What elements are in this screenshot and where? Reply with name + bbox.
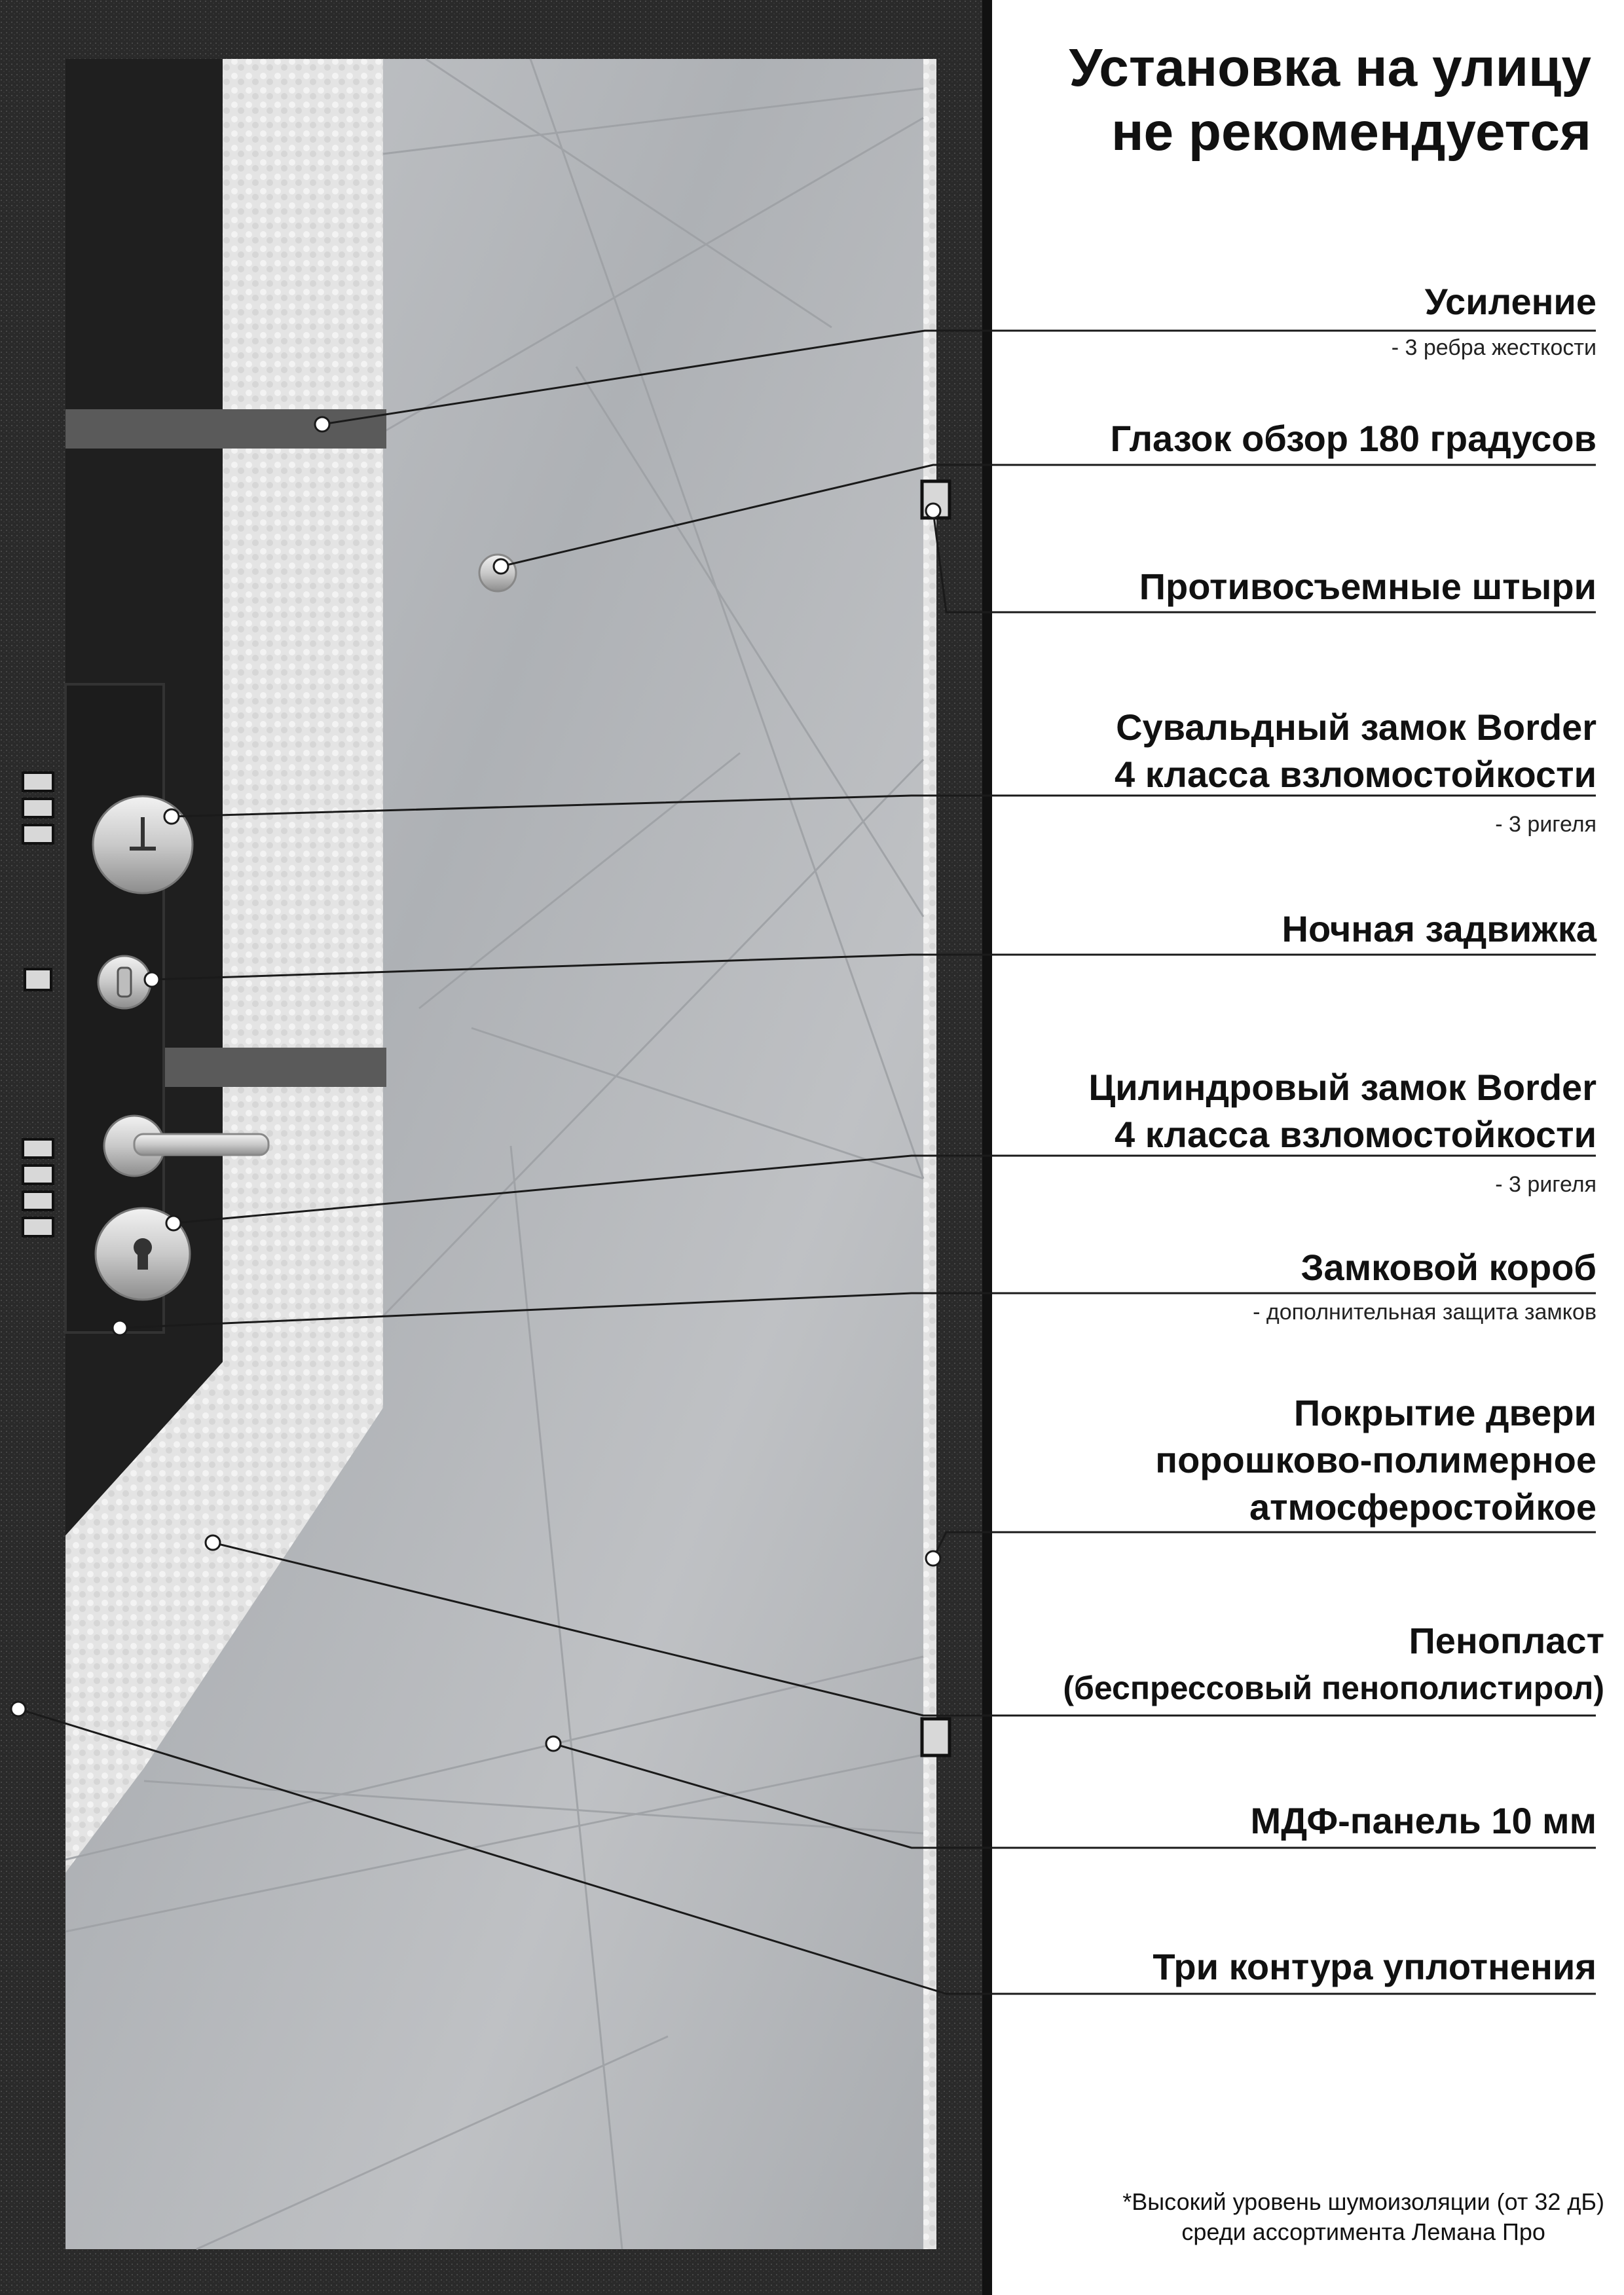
- lock-bolts-lower: [22, 1138, 54, 1238]
- feature-title: Цилиндровый замок Border: [1088, 1067, 1596, 1108]
- feature-title: Замковой короб: [1301, 1247, 1596, 1288]
- feature-title-line-3: атмосферостойкое: [1249, 1486, 1596, 1528]
- reinforcement-rib-mid: [160, 1048, 386, 1087]
- feature-title-line-2: 4 класса взломостойкости: [1114, 1114, 1596, 1155]
- feature-reinforcement: Усиление - 3 ребра жесткости: [1392, 278, 1596, 362]
- footnote-line-1: *Высокий уровень шумоизоляции (от 32 дБ): [1122, 2188, 1604, 2215]
- feature-title: Усиление: [1424, 281, 1596, 322]
- feature-cylinder-lock: Цилиндровый замок Border 4 класса взломо…: [1088, 1064, 1596, 1199]
- feature-note: - 3 ригеля: [1495, 812, 1596, 837]
- feature-title: Противосъемные штыри: [1139, 566, 1596, 607]
- feature-coating: Покрытие двери порошково-полимерное атмо…: [1155, 1389, 1596, 1531]
- feature-title: Три контура уплотнения: [1153, 1946, 1596, 1987]
- feature-title-line-2: порошково-полимерное: [1155, 1439, 1596, 1480]
- feature-anti-removal-pins: Противосъемные штыри: [1139, 563, 1596, 610]
- door-handle: [103, 1114, 270, 1177]
- title-line-1: Установка на улицу: [1069, 38, 1591, 98]
- mdf-panel-shape: [65, 59, 923, 2249]
- feature-lever-lock: Сувальдный замок Border 4 класса взломос…: [1115, 704, 1596, 839]
- feature-title: Покрытие двери: [1293, 1392, 1596, 1433]
- night-latch-knob: [97, 955, 152, 1010]
- lock-bolts-upper: [22, 771, 54, 845]
- lever-lock-escutcheon: [92, 795, 194, 894]
- feature-note: - дополнительная защита замков: [1253, 1300, 1596, 1325]
- night-latch-bolt: [24, 968, 52, 991]
- feature-title: Глазок обзор 180 градусов: [1110, 418, 1597, 459]
- feature-title-line-2: 4 класса взломостойкости: [1114, 754, 1596, 795]
- feature-foam: Пенопласт (беспрессовый пенополистирол): [1063, 1617, 1604, 1712]
- feature-title: МДФ-панель 10 мм: [1250, 1800, 1596, 1841]
- feature-title: Сувальдный замок Border: [1116, 707, 1596, 748]
- leader-lines: [18, 329, 1596, 1995]
- feature-mdf-panel: МДФ-панель 10 мм: [1251, 1797, 1596, 1845]
- feature-note: - 3 ребра жесткости: [1391, 335, 1596, 360]
- feature-title: Ночная задвижка: [1282, 908, 1596, 949]
- feature-seals: Три контура уплотнения: [1153, 1943, 1596, 1991]
- cylinder-lock-escutcheon: [94, 1207, 191, 1301]
- panel-grooves: [65, 58, 925, 2250]
- anti-removal-pin-bottom: [920, 1717, 951, 1757]
- feature-peephole: Глазок обзор 180 градусов: [1111, 415, 1597, 462]
- reinforcement-rib-top: [65, 409, 386, 449]
- leader-dots: [10, 416, 942, 1752]
- footnote-line-2: среди ассортимента Лемана Про: [1181, 2218, 1545, 2245]
- page-title: Установка на улицу не рекомендуется: [1069, 36, 1591, 164]
- door-edge-shadow: [982, 0, 992, 2295]
- feature-title-line-2: (беспрессовый пенополистирол): [1063, 1670, 1604, 1706]
- feature-title: Пенопласт: [1409, 1620, 1604, 1661]
- feature-lock-box: Замковой короб - дополнительная защита з…: [1253, 1244, 1596, 1327]
- title-line-2: не рекомендуется: [1111, 102, 1591, 162]
- feature-night-latch: Ночная задвижка: [1282, 906, 1596, 953]
- feature-note: - 3 ригеля: [1495, 1172, 1596, 1197]
- footnote: *Высокий уровень шумоизоляции (от 32 дБ)…: [1122, 2187, 1604, 2247]
